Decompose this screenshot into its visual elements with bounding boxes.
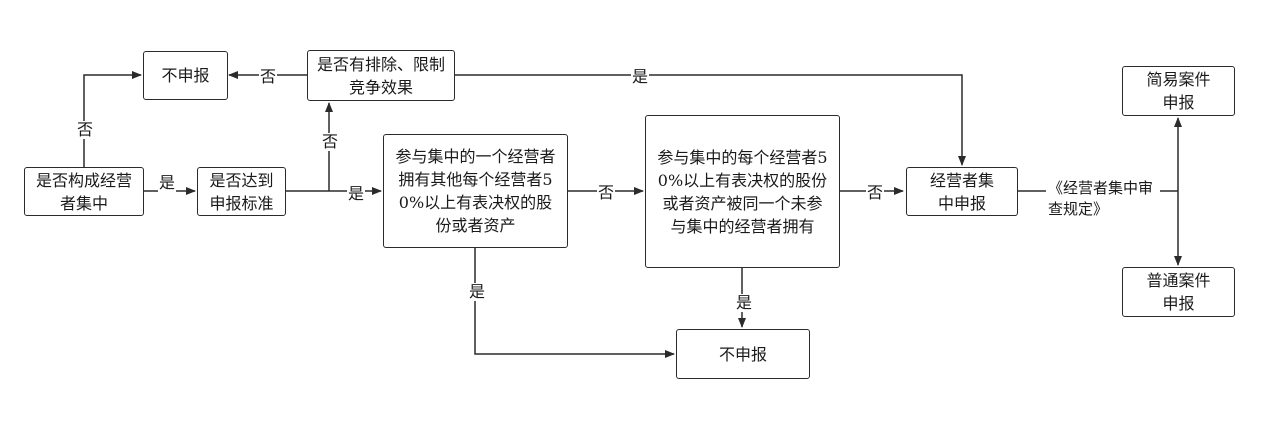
label-control-third-no: 否	[866, 183, 885, 202]
node-is-concentration: 是否构成经营者集中	[24, 167, 144, 216]
node-competition-effect: 是否有排除、限制竞争效果	[307, 50, 455, 101]
label-start-no: 否	[76, 120, 95, 139]
label-compete-yes: 是	[631, 67, 650, 86]
label-threshold-yes: 是	[347, 184, 366, 203]
node-no-report-bottom: 不申报	[676, 329, 810, 379]
edge-compete-yes	[455, 74, 966, 166]
label-compete-no: 否	[259, 67, 278, 86]
node-control-third-party: 参与集中的每个经营者50%以上有表决权的股份或者资产被同一个未参与集中的经营者拥…	[645, 115, 840, 268]
node-simple-case: 简易案件申报	[1122, 66, 1235, 116]
label-control-one-no: 否	[597, 183, 616, 202]
label-start-yes: 是	[158, 173, 177, 192]
label-control-one-yes: 是	[468, 282, 487, 301]
node-declare: 经营者集中申报	[906, 167, 1018, 216]
regulation-note: 《经营者集中审查规定》	[1048, 179, 1154, 218]
label-threshold-no: 否	[321, 132, 340, 151]
node-normal-case: 普通案件申报	[1122, 267, 1235, 317]
node-control-one-party: 参与集中的一个经营者拥有其他每个经营者50%以上有表决权的股份或者资产	[383, 134, 568, 248]
label-control-third-yes: 是	[735, 293, 754, 312]
node-no-report-top: 不申报	[143, 51, 228, 100]
node-meets-threshold: 是否达到申报标准	[197, 167, 286, 216]
